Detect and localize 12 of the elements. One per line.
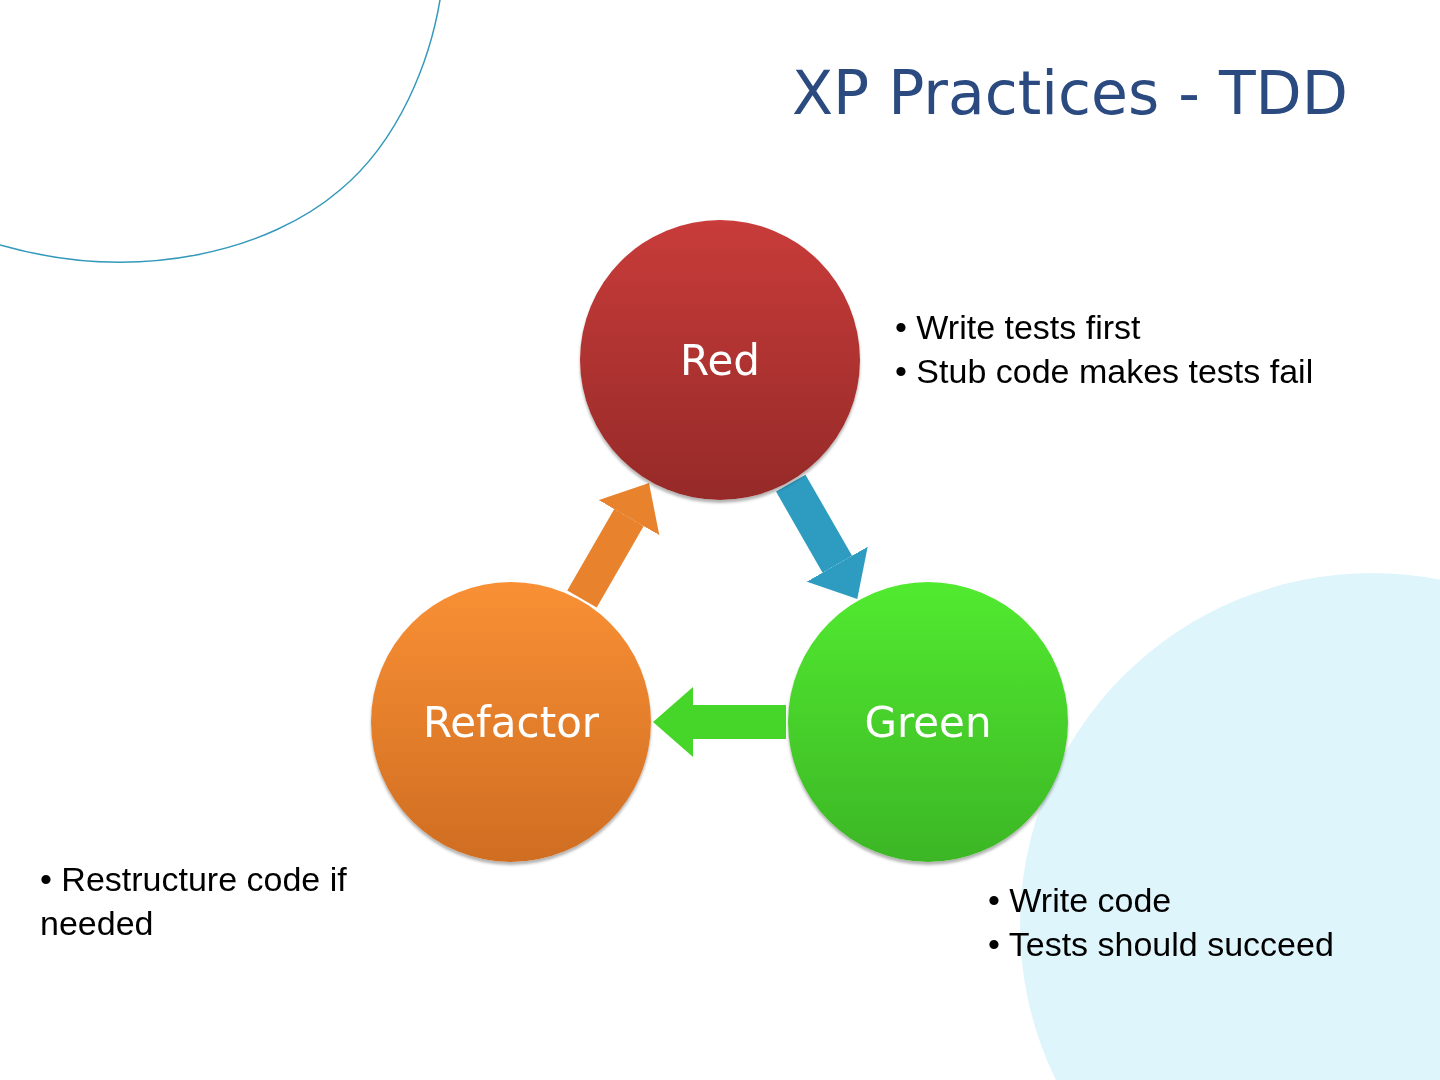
bullet-item: • Write tests first [895,307,1142,348]
stage-label: Refactor [422,697,600,747]
stage-label: Green [864,697,992,747]
bullet-item: • Restructure code if needed [40,859,348,945]
block-arrow [776,474,868,599]
bullet-item: • Write code [988,880,1173,921]
slide-title: XP Practices - TDD [791,58,1348,128]
bullet-item: • Stub code makes tests fail [895,351,1315,393]
stage-label: Red [680,335,760,385]
block-arrow [567,483,660,608]
block-arrow [653,687,786,757]
bullet-item: • Tests should succeed [988,924,1335,966]
